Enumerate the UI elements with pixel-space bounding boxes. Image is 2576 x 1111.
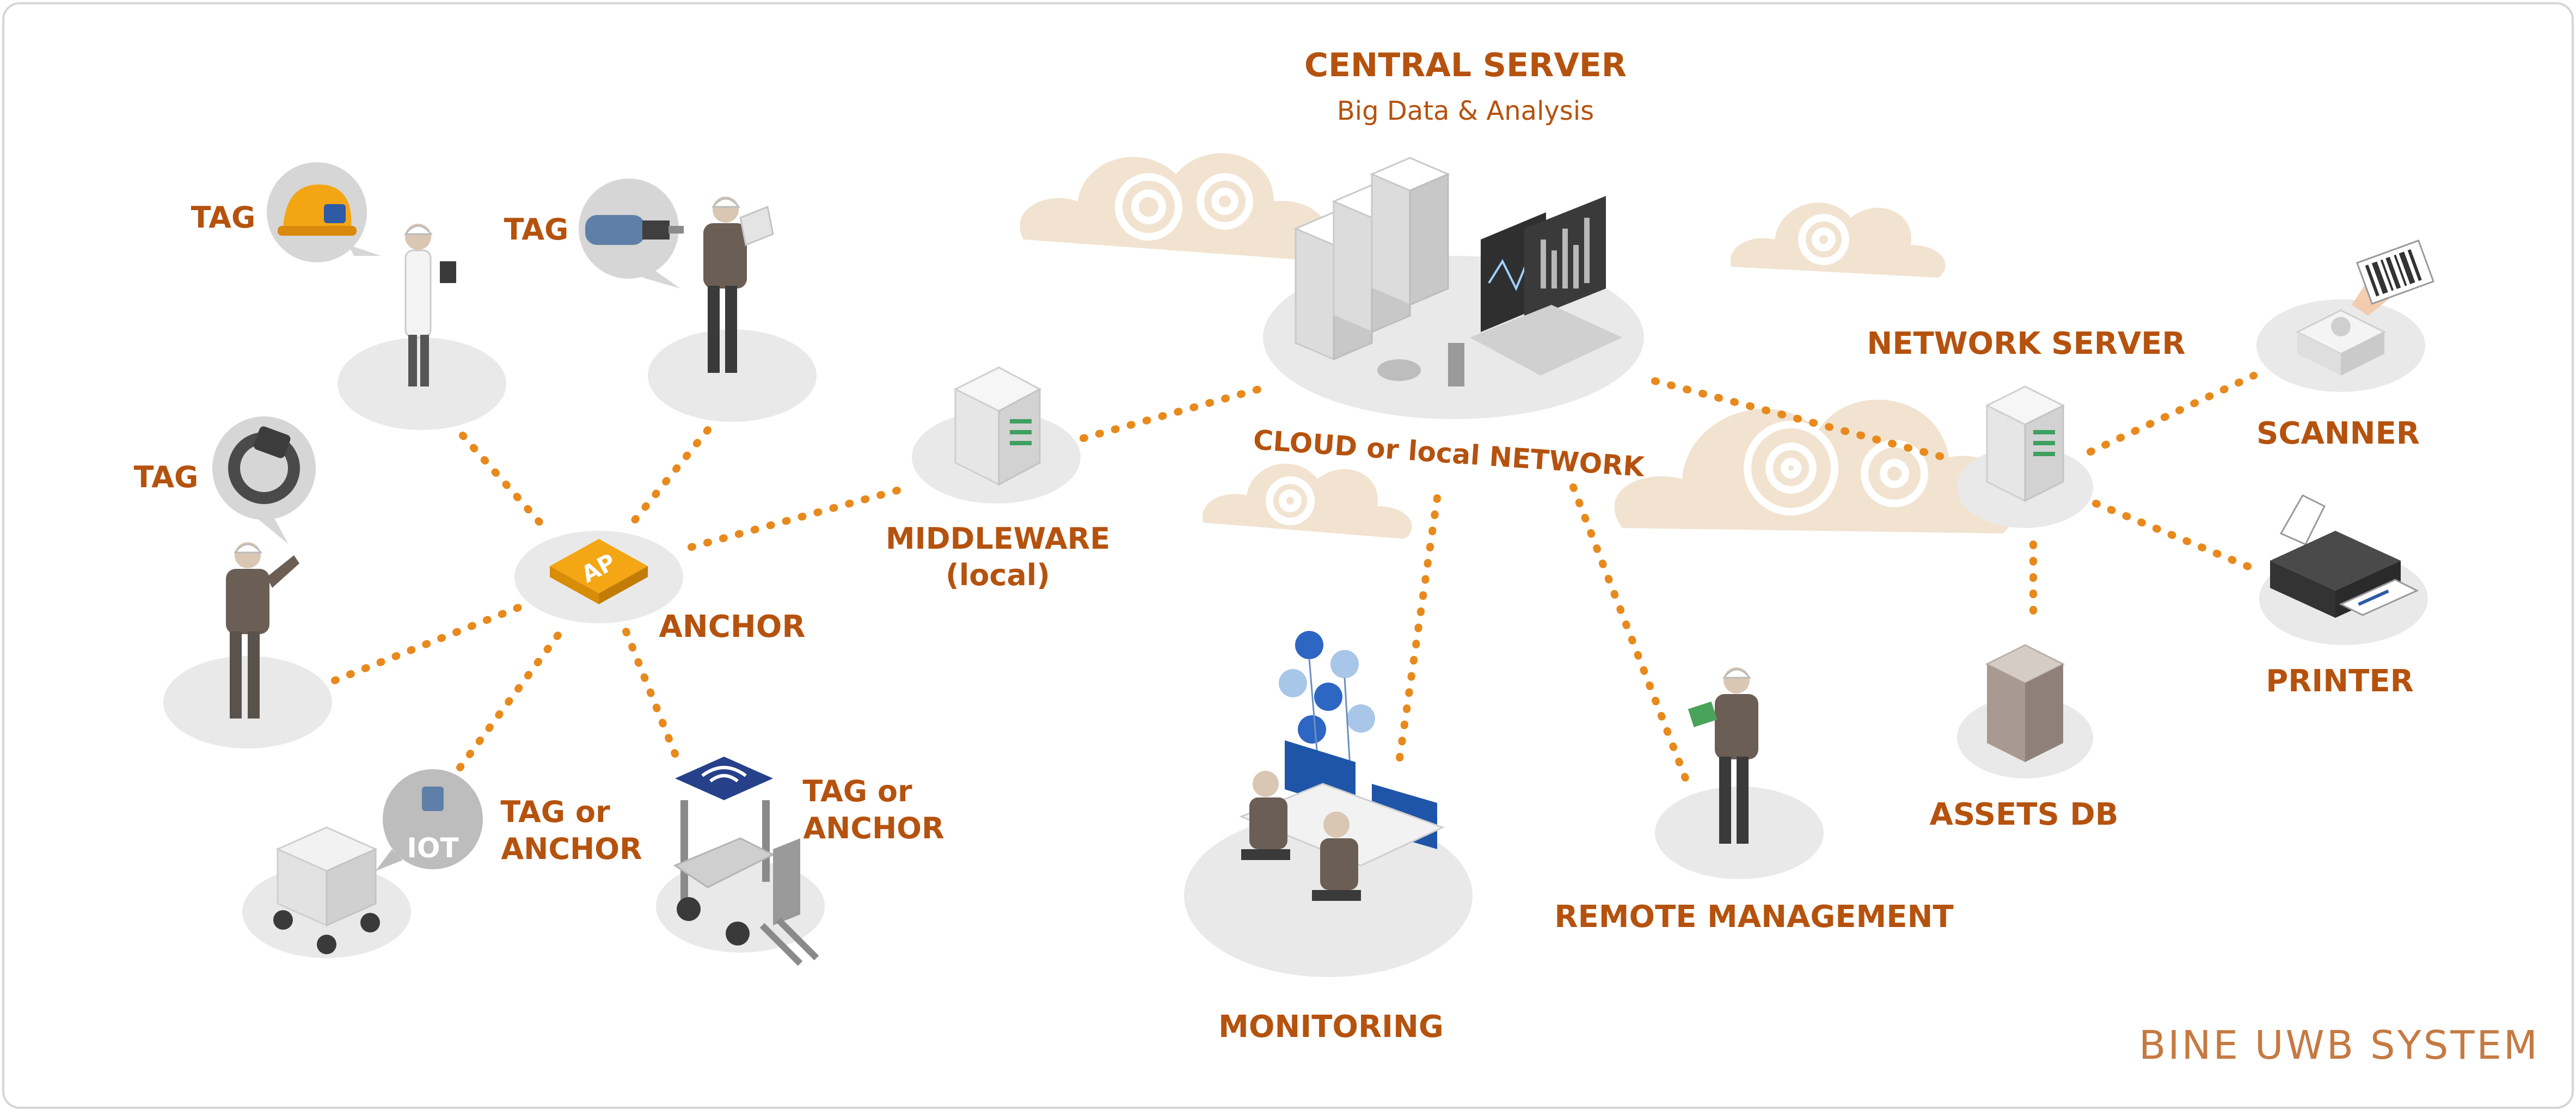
operators-icon: [1241, 771, 1361, 901]
tag-helmet-label: TAG: [191, 200, 256, 235]
monitoring-node: MONITORING: [1184, 631, 1473, 1045]
tag-or-anchor-forklift-label-line2: ANCHOR: [803, 811, 944, 845]
assets-db-node: ASSETS DB: [1930, 644, 2119, 832]
middleware-label-line1: MIDDLEWARE: [886, 521, 1110, 556]
link-middleware-central: [1080, 383, 1272, 442]
worker-tablet-icon: [403, 224, 456, 386]
anchor-ap-icon: AP: [550, 539, 648, 604]
worker-pointing-icon: [226, 542, 299, 719]
worker-tablet-remote-icon: [1688, 667, 1758, 844]
network-server-icon: [1985, 385, 2065, 502]
helmet-icon: [267, 162, 381, 262]
iot-cart-node: IOT TAG or ANCHOR: [242, 769, 642, 958]
link-central-network-server: [1651, 377, 1958, 464]
forklift-node: TAG or ANCHOR: [656, 757, 944, 966]
cloud-decoration-right-large: [1614, 400, 2016, 533]
analytics-laptop-icon: [1377, 196, 1622, 386]
scanner-node: SCANNER: [2256, 239, 2434, 451]
middleware-label-line2: (local): [946, 558, 1050, 592]
drill-icon: [579, 179, 684, 289]
database-cabinet-icon: [1985, 644, 2065, 762]
monitoring-label: MONITORING: [1218, 1009, 1444, 1045]
smartwatch-icon: [212, 416, 316, 544]
system-title: BINE UWB SYSTEM: [2139, 1022, 2540, 1068]
network-server-node: NETWORK SERVER: [1867, 326, 2186, 528]
central-server-label: CENTRAL SERVER: [1304, 46, 1627, 84]
remote-management-node: REMOTE MANAGEMENT: [1554, 667, 1954, 935]
link-helmet-anchor: [459, 432, 551, 535]
anchor-label: ANCHOR: [659, 609, 806, 644]
middleware-node: MIDDLEWARE (local): [886, 366, 1110, 592]
iot-bubble-icon: IOT: [376, 769, 483, 871]
tag-watch-node: TAG: [134, 416, 332, 748]
scanner-label: SCANNER: [2256, 416, 2420, 451]
cloud-decoration-left: [1020, 153, 1332, 261]
link-network-server-scanner: [2087, 372, 2258, 456]
cart-boxes-icon: [273, 826, 380, 954]
barcode-scanner-icon: [2295, 239, 2434, 376]
link-central-remote: [1569, 483, 1691, 788]
worker-carrying-box-icon: [703, 197, 774, 373]
tag-or-anchor-forklift-label-line1: TAG or: [802, 774, 912, 808]
assets-db-label: ASSETS DB: [1930, 797, 2119, 832]
link-central-monitoring: [1395, 494, 1441, 766]
link-drill-anchor: [622, 426, 712, 535]
link-forklift-anchor: [622, 628, 679, 758]
cloud-decoration-small-left: [1202, 463, 1412, 539]
middleware-server-icon: [953, 366, 1042, 486]
tag-helmet-node: TAG: [191, 162, 506, 430]
user-avatars-icon: [1279, 631, 1375, 768]
anchor-node: AP ANCHOR: [514, 531, 805, 644]
forklift-icon: [673, 757, 819, 966]
printer-label: PRINTER: [2266, 664, 2413, 699]
server-rack-icon: [1293, 157, 1450, 361]
printer-node: PRINTER: [2259, 494, 2428, 699]
tag-or-anchor-cart-label-line2: ANCHOR: [501, 832, 642, 866]
link-cart-anchor: [456, 628, 565, 771]
tag-watch-label: TAG: [134, 460, 199, 494]
cloud-decoration-right-top: [1730, 202, 1946, 278]
iot-badge: IOT: [407, 832, 458, 864]
tag-drill-node: TAG: [504, 179, 817, 422]
link-watch-anchor: [331, 603, 524, 684]
printer-icon: [2270, 494, 2419, 618]
central-server-sublabel: Big Data & Analysis: [1337, 96, 1594, 126]
remote-management-label: REMOTE MANAGEMENT: [1554, 899, 1953, 935]
network-links: [331, 372, 2258, 788]
network-server-label: NETWORK SERVER: [1867, 326, 2185, 361]
tag-drill-label: TAG: [504, 212, 569, 247]
tag-or-anchor-cart-label-line1: TAG or: [500, 795, 610, 829]
central-server-node: CENTRAL SERVER Big Data & Analysis CLOUD…: [1252, 46, 1646, 483]
link-network-server-printer: [2092, 500, 2258, 573]
link-anchor-middleware: [688, 483, 913, 551]
